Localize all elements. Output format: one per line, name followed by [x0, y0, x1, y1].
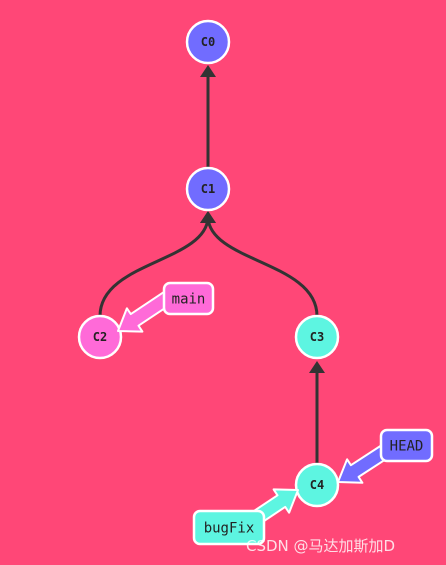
- commit-circle: [185, 19, 231, 65]
- commit-node-c0[interactable]: C0: [185, 19, 231, 65]
- arrowhead-c3-c1: [200, 211, 216, 223]
- ref-label-box: [192, 509, 266, 546]
- commit-circle: [185, 166, 231, 212]
- commit-circle: [294, 314, 340, 360]
- edge-c2-c1: [98, 217, 210, 317]
- commit-circle: [294, 462, 340, 508]
- commit-label: C3: [310, 330, 324, 344]
- commit-node-c4[interactable]: C4: [294, 462, 340, 508]
- edges-layer: [98, 65, 325, 464]
- commit-label: C0: [201, 35, 215, 49]
- commit-circle: [77, 314, 123, 360]
- ref-label-box: [379, 428, 434, 463]
- ref-label: main: [172, 292, 206, 308]
- ref-main[interactable]: main: [117, 281, 215, 333]
- ref-arrow: [337, 445, 389, 484]
- commit-node-c1[interactable]: C1: [185, 166, 231, 212]
- commit-node-c3[interactable]: C3: [294, 314, 340, 360]
- commit-node-c2[interactable]: C2: [77, 314, 123, 360]
- commit-label: C1: [201, 182, 215, 196]
- ref-label: HEAD: [390, 439, 424, 455]
- ref-label: bugFix: [204, 521, 255, 537]
- arrowhead-c1-c0: [200, 65, 216, 77]
- arrowhead-c4-c3: [309, 361, 325, 373]
- ref-head[interactable]: HEAD: [337, 428, 434, 484]
- commit-label: C2: [93, 330, 107, 344]
- commit-label: C4: [310, 478, 324, 492]
- watermark: CSDN @马达加斯加D: [246, 537, 396, 555]
- ref-label-box: [162, 281, 215, 316]
- ref-bugfix[interactable]: bugFix: [192, 488, 299, 546]
- edge-c3-c1: [206, 217, 319, 317]
